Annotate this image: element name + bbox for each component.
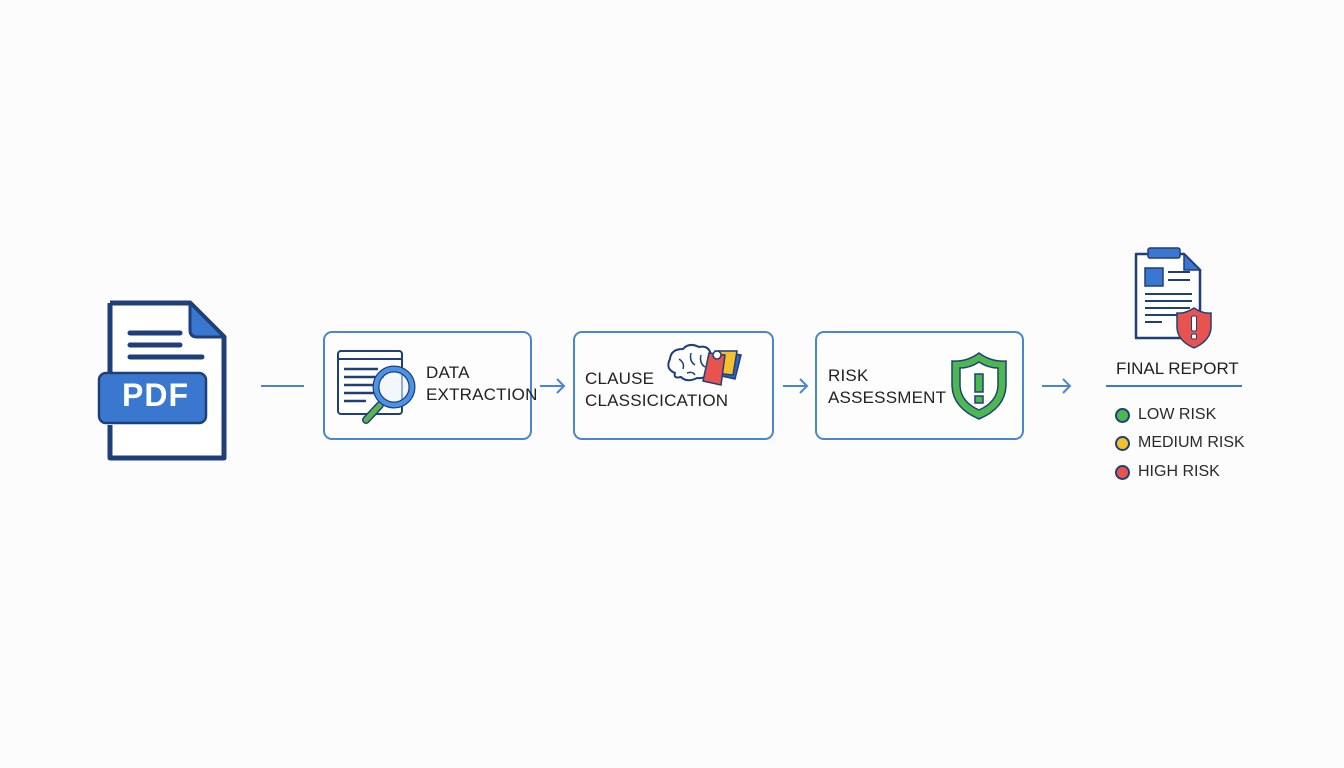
arrow-right-icon bbox=[1041, 376, 1073, 401]
brain-tags-icon bbox=[665, 343, 751, 402]
document-magnifier-icon bbox=[336, 349, 420, 430]
step-data-extraction: DATA EXTRACTION bbox=[323, 331, 537, 440]
step-risk-assessment: RISK ASSESSMENT bbox=[815, 331, 1024, 440]
legend-high-risk: HIGH RISK bbox=[1115, 463, 1220, 481]
step-label: RISK ASSESSMENT bbox=[828, 366, 947, 407]
step-label: CLAUSE CLASSICICATION bbox=[585, 369, 729, 410]
red-dot-icon bbox=[1115, 464, 1130, 480]
legend-medium-risk: MEDIUM RISK bbox=[1115, 434, 1245, 452]
arrow-right-icon bbox=[539, 376, 567, 401]
legend-low-risk: LOW RISK bbox=[1115, 406, 1216, 424]
step-clause-classification: CLAUSE CLASSICICATION bbox=[573, 331, 774, 440]
title-underline bbox=[1106, 385, 1242, 387]
pdf-document-icon: PDF bbox=[96, 300, 228, 462]
final-report-title: FINAL REPORT bbox=[1116, 359, 1239, 378]
green-dot-icon bbox=[1115, 407, 1130, 423]
step-label: DATA EXTRACTION bbox=[426, 363, 538, 404]
connector-line bbox=[261, 385, 304, 387]
shield-alert-icon bbox=[949, 350, 1009, 427]
arrow-right-icon bbox=[782, 376, 810, 401]
yellow-dot-icon bbox=[1115, 435, 1130, 451]
report-shield-icon bbox=[1132, 246, 1214, 355]
pdf-label: PDF bbox=[122, 377, 189, 413]
